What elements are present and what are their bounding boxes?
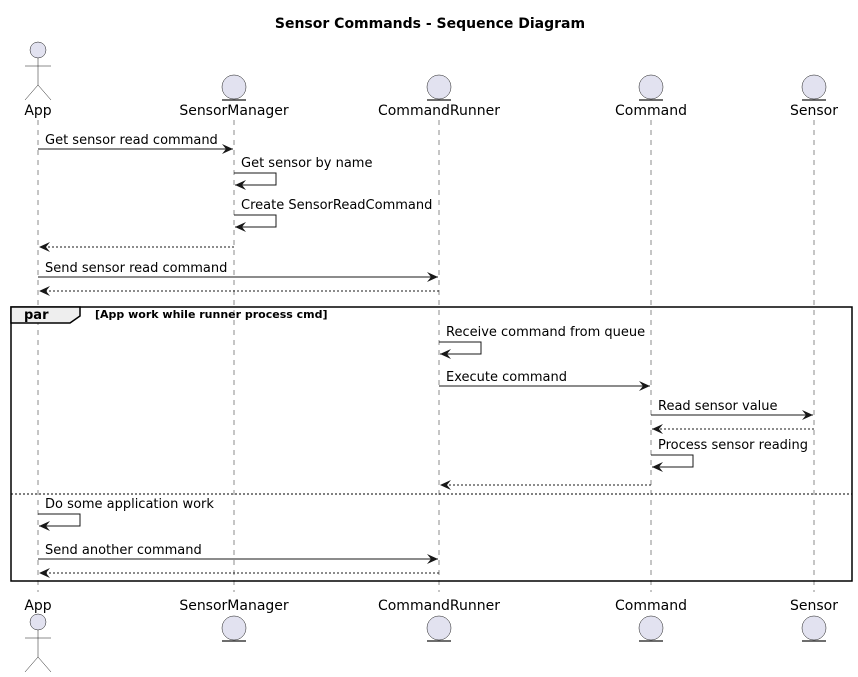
message-arrow bbox=[234, 172, 277, 190]
self-message: Create SensorReadCommand bbox=[234, 198, 432, 232]
participant-label-top: SensorManager bbox=[179, 103, 289, 119]
app-actor-icon-bottom bbox=[24, 613, 52, 673]
par-fragment-operator: par bbox=[24, 308, 49, 323]
message-label: Read sensor value bbox=[658, 399, 778, 414]
message: Send sensor read command bbox=[38, 261, 438, 282]
sensor-entity-icon-bottom bbox=[801, 615, 827, 642]
message: Execute command bbox=[439, 370, 650, 391]
message-arrow bbox=[234, 214, 277, 232]
par-fragment-guard: [App work while runner process cmd] bbox=[95, 308, 328, 321]
sm-entity-icon-top bbox=[221, 74, 247, 101]
cr-entity-icon-bottom bbox=[426, 615, 452, 642]
participant-label-bottom: SensorManager bbox=[179, 598, 289, 614]
self-message: Do some application work bbox=[38, 497, 214, 531]
message-label: Process sensor reading bbox=[658, 438, 808, 453]
message-arrow bbox=[439, 341, 482, 359]
sm-entity-icon-bottom bbox=[221, 615, 247, 642]
message-label: Get sensor read command bbox=[45, 133, 218, 148]
cmd-entity-icon-bottom bbox=[638, 615, 664, 642]
self-message: Process sensor reading bbox=[651, 438, 808, 472]
participant-label-top: Command bbox=[615, 103, 687, 119]
self-message: Receive command from queue bbox=[439, 325, 645, 359]
participant-label-bottom: Command bbox=[615, 598, 687, 614]
message-label: Send sensor read command bbox=[45, 261, 227, 276]
participant-label-top: App bbox=[24, 103, 51, 119]
participant-label-bottom: CommandRunner bbox=[378, 598, 500, 614]
message: Read sensor value bbox=[651, 399, 813, 420]
participant-label-top: CommandRunner bbox=[378, 103, 500, 119]
participant-label-bottom: App bbox=[24, 598, 51, 614]
sensor-entity-icon-top bbox=[801, 74, 827, 101]
message-arrow bbox=[651, 454, 694, 472]
message-label: Create SensorReadCommand bbox=[241, 198, 432, 213]
message: Get sensor read command bbox=[38, 133, 233, 154]
cr-entity-icon-top bbox=[426, 74, 452, 101]
diagram-title: Sensor Commands - Sequence Diagram bbox=[275, 16, 585, 32]
message-label: Get sensor by name bbox=[241, 156, 372, 171]
cmd-entity-icon-top bbox=[638, 74, 664, 101]
message-label: Send another command bbox=[45, 543, 202, 558]
par-fragment-tab bbox=[10, 306, 81, 324]
message: Send another command bbox=[38, 543, 438, 564]
participant-label-top: Sensor bbox=[790, 103, 838, 119]
participant-label-bottom: Sensor bbox=[790, 598, 838, 614]
message-label: Receive command from queue bbox=[446, 325, 645, 340]
message-arrow bbox=[38, 513, 81, 531]
message-label: Do some application work bbox=[45, 497, 214, 512]
message-label: Execute command bbox=[446, 370, 567, 385]
self-message: Get sensor by name bbox=[234, 156, 372, 190]
app-actor-icon-top bbox=[24, 41, 52, 101]
par-fragment-frame bbox=[10, 306, 853, 582]
